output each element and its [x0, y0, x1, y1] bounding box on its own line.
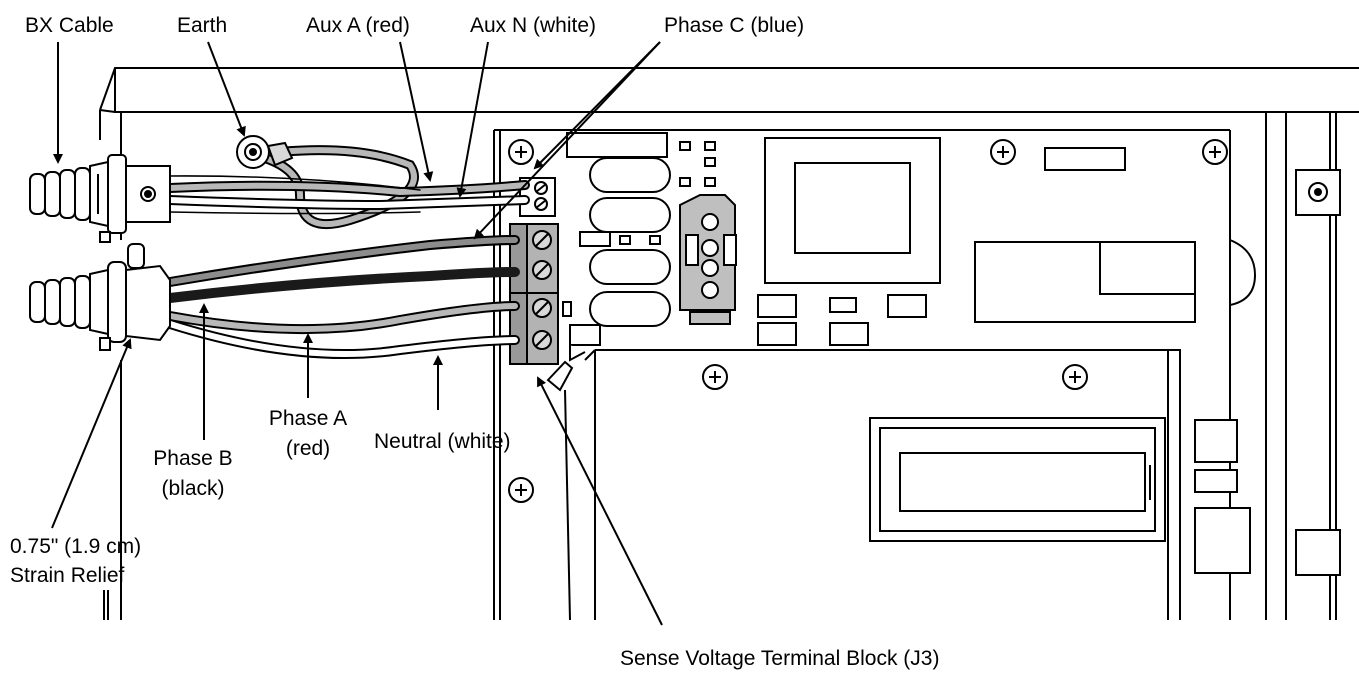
enclosure	[99, 67, 1359, 620]
screw-top-left	[508, 139, 534, 165]
label-phase-c: Phase C (blue)	[664, 14, 804, 37]
label-sense-block: Sense Voltage Terminal Block (J3)	[620, 647, 939, 670]
screw-mid-right	[1062, 364, 1088, 390]
leader-lines	[51, 41, 663, 626]
leader-phase-c	[473, 41, 661, 240]
label-phase-a-1: Phase A	[269, 407, 347, 430]
labels: BX Cable Earth Aux A (red) Aux N (white)…	[10, 14, 939, 670]
screw-mid-left	[702, 364, 728, 390]
strain-relief	[29, 243, 171, 351]
label-neutral: Neutral (white)	[374, 430, 511, 453]
label-aux-a: Aux A (red)	[306, 14, 410, 37]
leader-sense-block	[537, 376, 663, 626]
label-strain-relief-1: 0.75" (1.9 cm)	[10, 535, 141, 558]
label-phase-b-2: (black)	[161, 477, 224, 500]
label-strain-relief-2: Strain Relief	[10, 564, 125, 587]
screw-bottom-left	[508, 477, 534, 503]
wires	[165, 145, 530, 359]
board-screws	[508, 139, 1228, 503]
circuit-board	[546, 132, 1251, 621]
label-earth: Earth	[177, 14, 227, 37]
label-aux-n: Aux N (white)	[470, 14, 596, 37]
label-bx-cable: BX Cable	[25, 14, 114, 37]
sense-terminal-block	[509, 223, 559, 365]
label-phase-b-1: Phase B	[153, 447, 232, 470]
leader-aux-n	[456, 41, 489, 198]
leader-earth	[207, 41, 246, 137]
bx-cable-upper	[29, 154, 171, 243]
leader-phase-c-2	[533, 41, 661, 170]
bracket-screw	[1308, 182, 1328, 202]
earth-lug	[236, 135, 294, 169]
leader-aux-a	[399, 41, 434, 182]
label-phase-a-2: (red)	[286, 437, 330, 460]
phase-b-wire	[165, 267, 520, 303]
screw-top-mid	[990, 139, 1016, 165]
screw-top-right	[1202, 139, 1228, 165]
leader-strain-relief	[51, 338, 132, 529]
